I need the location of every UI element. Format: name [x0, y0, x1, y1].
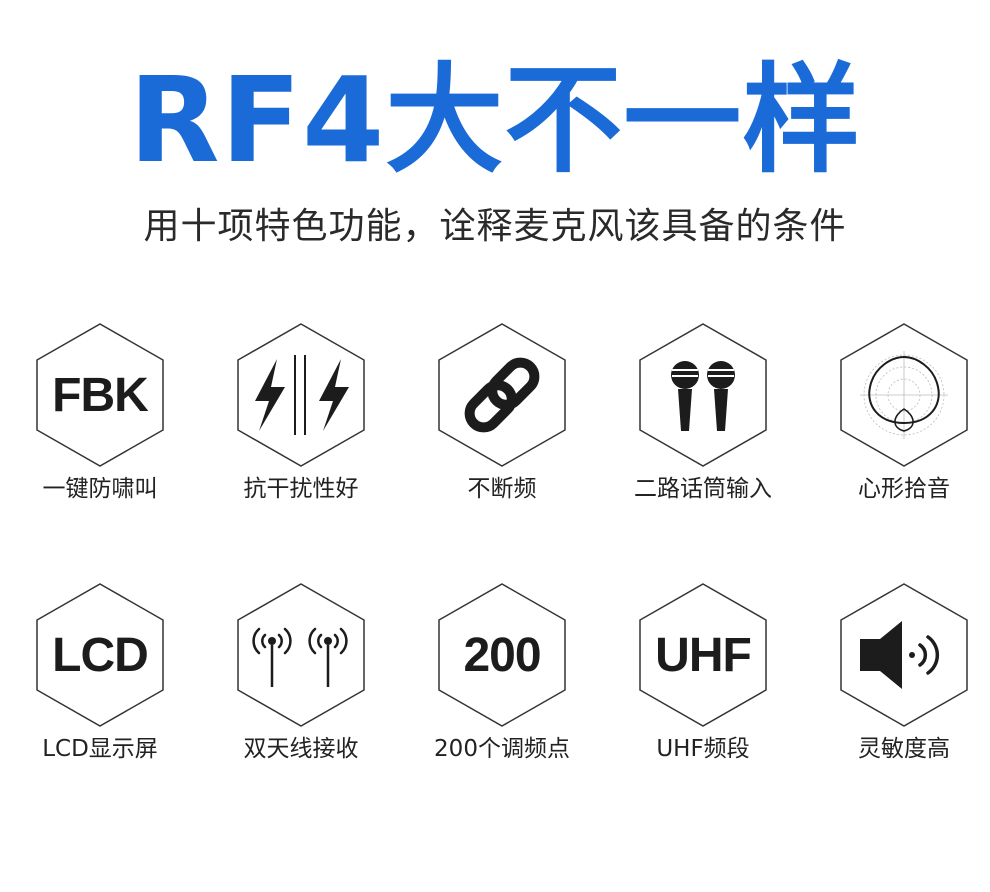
feature-label: 心形拾音: [858, 476, 950, 502]
hex-badge: [639, 323, 767, 467]
feature-label: UHF频段: [656, 736, 750, 762]
feature-cardioid: 心形拾音: [824, 323, 984, 523]
hex-badge: LCD: [36, 583, 164, 727]
feature-label: 一键防啸叫: [42, 476, 158, 502]
feature-label: LCD显示屏: [42, 736, 158, 762]
feature-label: 不断频: [467, 476, 537, 502]
feature-lcd: LCD LCD显示屏: [20, 583, 180, 783]
polar-pattern-icon: [840, 323, 968, 467]
hex-badge: [840, 323, 968, 467]
page-title: RF4大不一样: [128, 51, 862, 189]
dual-microphone-icon: [639, 323, 767, 467]
feature-dual-antenna: 双天线接收: [221, 583, 381, 783]
feature-label: 灵敏度高: [858, 736, 950, 762]
feature-fbk: FBK 一键防啸叫: [20, 323, 180, 523]
feature-uhf: UHF UHF频段: [623, 583, 783, 783]
feature-label: 双天线接收: [243, 736, 359, 762]
feature-sensitivity: 灵敏度高: [824, 583, 984, 783]
feature-dual-mic: 二路话筒输入: [623, 323, 783, 523]
hex-badge: [438, 323, 566, 467]
feature-no-dropout: 不断频: [422, 323, 582, 523]
hex-badge: [840, 583, 968, 727]
feature-200-channels: 200 200个调频点: [422, 583, 582, 783]
chain-link-icon: [438, 323, 566, 467]
lcd-text-icon: LCD: [52, 628, 149, 682]
uhf-text-icon: UHF: [655, 628, 752, 682]
dual-antenna-icon: [237, 583, 365, 727]
hex-badge: FBK: [36, 323, 164, 467]
hex-badge: [237, 583, 365, 727]
hex-badge: UHF: [639, 583, 767, 727]
lightning-icon: [237, 323, 365, 467]
feature-label: 200个调频点: [434, 736, 570, 762]
feature-anti-interference: 抗干扰性好: [221, 323, 381, 523]
feature-label: 抗干扰性好: [243, 476, 359, 502]
feature-label: 二路话筒输入: [634, 476, 772, 502]
page-subtitle: 用十项特色功能，诠释麦克风该具备的条件: [143, 206, 847, 247]
channel-count-icon: 200: [463, 628, 541, 682]
fbk-text-icon: FBK: [52, 368, 149, 422]
speaker-icon: [840, 583, 968, 727]
hex-badge: 200: [438, 583, 566, 727]
hex-badge: [237, 323, 365, 467]
